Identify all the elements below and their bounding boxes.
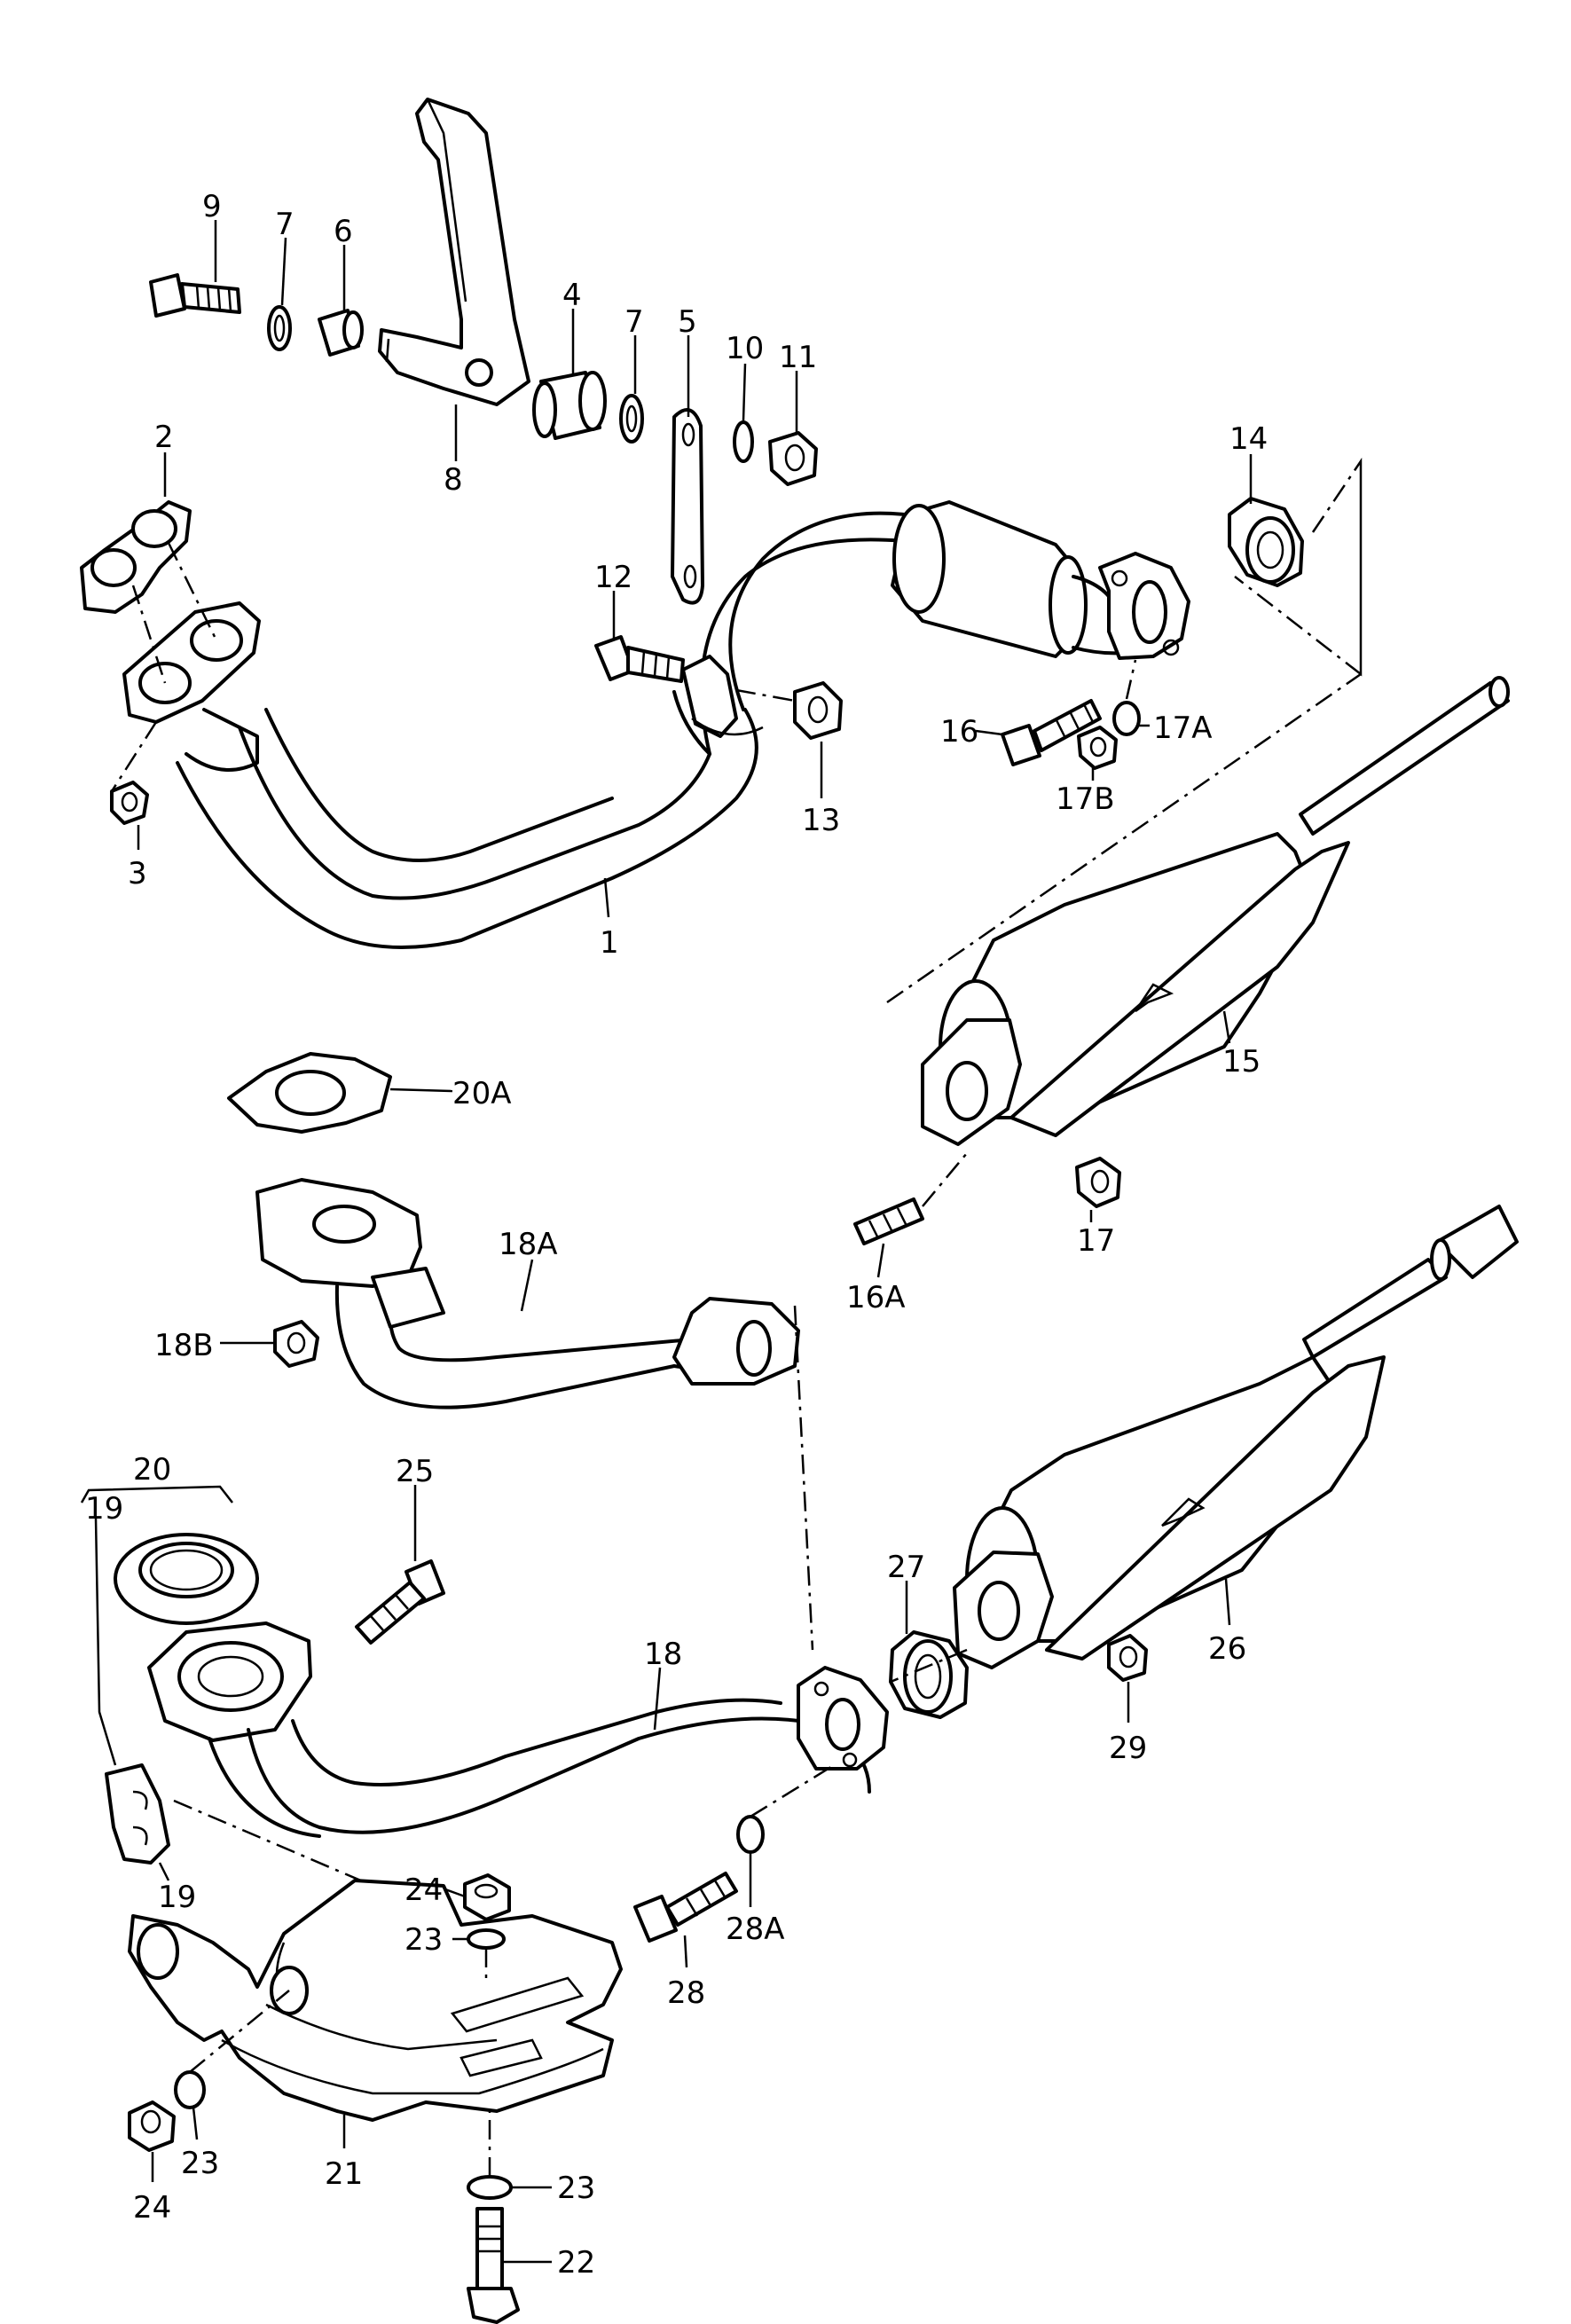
washer-part-23-left [174,2070,206,2109]
leader-lines [137,220,1253,2264]
label-part-18: 18 [644,1637,682,1672]
gasket-part-2 [80,500,192,614]
label-part-9: 9 [202,189,222,224]
washer-part-23-lower [467,2175,513,2200]
label-part-12: 12 [594,560,632,595]
front-pipe-flange [122,601,261,724]
label-part-25: 25 [396,1454,434,1489]
bracket-part-8 [378,98,530,406]
label-part-23-right: 23 [557,2171,595,2206]
label-part-20A: 20A [452,1076,512,1111]
label-part-7-upper-right: 7 [624,304,644,340]
rubber-bushing-part-4 [532,371,607,440]
label-part-28A: 28A [726,1912,785,1947]
label-part-13: 13 [802,803,840,838]
label-part-23-left: 23 [181,2146,219,2181]
bolt-part-9 [149,273,241,318]
label-part-5: 5 [678,304,697,340]
label-part-19-lower: 19 [158,1880,196,1915]
bolt-part-25 [355,1559,445,1645]
label-part-18A: 18A [499,1227,558,1262]
label-part-26: 26 [1208,1631,1246,1667]
label-part-17A: 17A [1153,711,1213,746]
label-part-29: 29 [1109,1731,1147,1766]
seal-ring-part-20 [114,1533,259,1625]
label-part-22: 22 [557,2245,595,2281]
catalytic-converter-upper [891,500,1127,658]
label-part-2: 2 [154,420,174,455]
front-exhaust-pipe-part-1 [176,511,942,949]
hanger-strap-part-5 [671,408,704,605]
washer-part-10 [733,420,754,463]
label-part-1: 1 [600,925,619,961]
bolt-part-16 [1001,699,1102,766]
label-part-16: 16 [940,714,978,750]
label-part-20: 20 [133,1452,171,1488]
label-part-3: 3 [128,856,147,891]
seal-ring-part-27 [889,1630,969,1719]
rear-muffler-part-26 [890,1205,1519,1684]
label-part-6: 6 [334,214,353,249]
label-part-4: 4 [562,278,582,313]
label-part-17B: 17B [1056,781,1115,817]
nut-part-17 [1075,1157,1121,1208]
nut-part-24-lower [128,2100,176,2152]
label-part-28: 28 [667,1975,705,2011]
label-part-8: 8 [444,462,463,498]
bracket-brace-part-20 [80,1485,233,1504]
nut-part-29 [1107,1634,1148,1682]
nut-part-18B [273,1320,319,1368]
washer-part-7-upper-left [267,305,292,351]
pipe-clamp [681,655,764,738]
label-part-10: 10 [726,331,764,366]
rear-muffler-part-15 [921,676,1510,1146]
label-part-24-lower: 24 [133,2190,171,2226]
downpipe-outlet-flange [672,1297,800,1386]
label-part-15: 15 [1222,1044,1261,1080]
label-part-17: 17 [1077,1223,1115,1259]
bolt-part-22 [467,2207,520,2324]
nut-part-17B [1077,726,1118,770]
label-part-19-upper: 19 [85,1491,123,1527]
label-part-21: 21 [325,2156,363,2192]
part-labels: 9 7 6 8 4 7 5 10 11 2 12 14 13 3 1 16 17… [85,189,1268,2281]
sleeve-part-6 [318,309,364,357]
clip-part-19 [105,1763,170,1865]
seal-ring-part-14 [1228,497,1304,587]
label-part-16A: 16A [846,1280,906,1315]
label-part-7-upper-left: 7 [275,207,295,242]
bolt-part-28 [633,1872,738,1943]
washer-part-17A [1112,701,1141,736]
nut-part-3 [110,781,149,825]
gasket-part-20A [227,1052,392,1134]
nut-part-24-upper [463,1873,511,1921]
washer-part-28A [736,1815,765,1854]
dashed-frame-upper [1234,457,1363,677]
bolt-part-12 [594,635,685,683]
nut-part-11 [768,431,818,486]
nut-part-13 [793,681,843,740]
front-pipe-outlet-flange [797,1666,889,1770]
stud-part-16A [853,1152,968,1245]
label-part-18B: 18B [154,1328,214,1363]
label-part-23-upper: 23 [405,1922,443,1958]
front-pipe-part-18 [147,1621,871,1838]
downpipe-part-18A [255,1178,765,1409]
washer-part-23-upper [467,1928,506,1950]
converter-outlet-flange [1098,552,1190,660]
label-part-27: 27 [887,1550,925,1585]
washer-part-7-upper-right [619,394,644,444]
label-part-24-upper: 24 [405,1873,443,1908]
label-part-14: 14 [1229,421,1268,457]
label-part-11: 11 [779,340,817,375]
